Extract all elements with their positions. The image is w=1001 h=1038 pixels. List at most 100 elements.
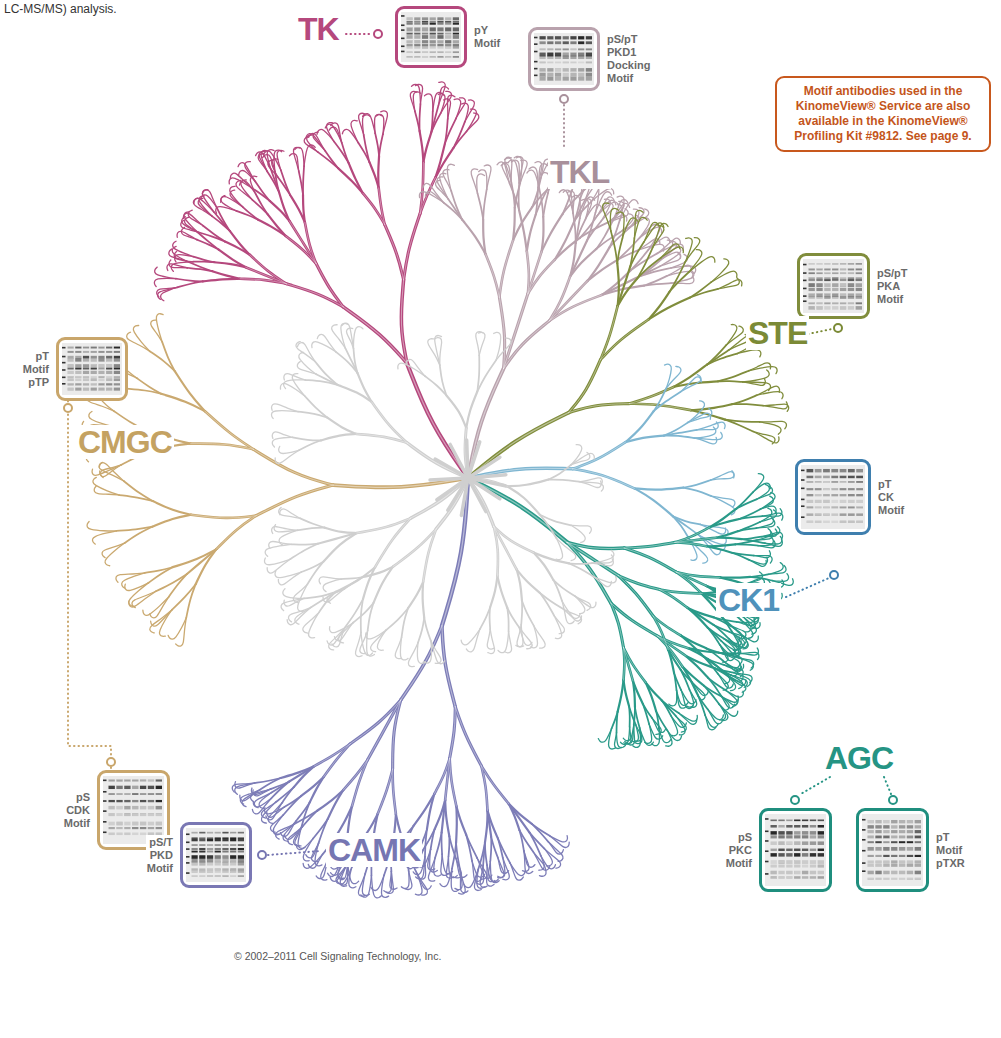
blot-band bbox=[848, 506, 855, 508]
tree-branch bbox=[299, 440, 321, 450]
blot-band bbox=[106, 356, 112, 359]
kinase-family-branches bbox=[468, 364, 735, 563]
tree-branch bbox=[435, 336, 442, 366]
tree-branch bbox=[623, 647, 633, 681]
tree-branch bbox=[617, 238, 622, 263]
tree-branch bbox=[539, 188, 543, 217]
branch-highlight bbox=[378, 769, 393, 814]
tree-branch bbox=[272, 411, 299, 419]
branch-highlight bbox=[191, 515, 256, 518]
blot-band bbox=[778, 876, 784, 879]
connector-dot bbox=[64, 404, 72, 412]
blot-band bbox=[778, 820, 784, 822]
blot-band bbox=[422, 21, 428, 23]
ladder-mark bbox=[803, 300, 807, 302]
tree-branch bbox=[465, 100, 475, 122]
tree-branch bbox=[569, 404, 630, 413]
blot-band bbox=[109, 779, 115, 781]
tree-branch bbox=[711, 259, 729, 282]
tree-branch bbox=[378, 769, 393, 814]
blot-band bbox=[802, 841, 808, 845]
tree-branch bbox=[675, 542, 707, 546]
tree-branch bbox=[708, 628, 720, 645]
blot-band bbox=[407, 21, 413, 23]
tree-branch bbox=[763, 402, 787, 409]
blot-band bbox=[810, 871, 816, 875]
tree-branch bbox=[749, 557, 767, 564]
tree-branch bbox=[446, 395, 466, 428]
blot-band bbox=[907, 825, 913, 828]
blot-band bbox=[875, 820, 881, 823]
tree-branch bbox=[318, 533, 357, 544]
tree-branch bbox=[698, 695, 705, 715]
blot-band bbox=[856, 306, 862, 310]
blot-band bbox=[823, 476, 830, 478]
blot-band bbox=[815, 469, 822, 472]
tree-branch bbox=[372, 402, 408, 443]
blot-band bbox=[818, 820, 824, 822]
blot-band bbox=[563, 77, 569, 81]
blot-band bbox=[414, 51, 420, 53]
tree-branch bbox=[100, 465, 121, 478]
blot-caption: pT Motif pTP bbox=[22, 349, 50, 390]
tree-branch bbox=[690, 282, 711, 297]
tree-branch bbox=[203, 226, 225, 242]
blot-band bbox=[407, 51, 413, 53]
tree-branch bbox=[295, 828, 301, 846]
tree-branch bbox=[376, 114, 384, 134]
tree-branch bbox=[498, 857, 509, 873]
branch-highlight bbox=[658, 636, 683, 667]
tree-branch bbox=[487, 629, 494, 649]
blot-band bbox=[840, 272, 846, 274]
blot-band bbox=[148, 822, 154, 826]
blot-band bbox=[794, 865, 800, 868]
tree-branch bbox=[714, 668, 729, 677]
blot-band bbox=[132, 800, 138, 802]
blot-band bbox=[132, 779, 138, 781]
blot-band bbox=[823, 469, 830, 472]
ladder-mark bbox=[803, 264, 807, 266]
blot-band bbox=[578, 62, 584, 64]
blot-band bbox=[831, 476, 838, 478]
tree-branch bbox=[122, 573, 145, 588]
blot-band bbox=[445, 46, 451, 49]
blot-band bbox=[422, 33, 428, 35]
blot-image bbox=[862, 814, 923, 886]
tree-branch bbox=[548, 465, 571, 480]
tree-branch bbox=[517, 569, 522, 600]
leader-line bbox=[786, 578, 829, 597]
tree-branch bbox=[281, 598, 304, 610]
tree-branch bbox=[519, 830, 523, 850]
blot-band bbox=[91, 364, 97, 367]
blot-band bbox=[824, 263, 830, 265]
blot-band bbox=[856, 481, 863, 483]
tree-branch bbox=[124, 481, 153, 501]
tree-branch bbox=[628, 706, 630, 727]
branch-highlight bbox=[549, 281, 587, 321]
branch-highlight bbox=[504, 294, 528, 369]
blot-band bbox=[407, 27, 413, 31]
leader-dot bbox=[791, 796, 799, 804]
blot-band bbox=[540, 68, 546, 72]
tree-branch bbox=[618, 576, 653, 616]
tree-branch bbox=[360, 631, 368, 654]
tree-branch bbox=[445, 119, 456, 144]
branch-highlight bbox=[404, 213, 420, 279]
tree-branch bbox=[498, 631, 509, 652]
blot-band bbox=[810, 841, 816, 845]
blot-band bbox=[856, 302, 862, 304]
tree-branch bbox=[158, 287, 178, 299]
blot-band bbox=[802, 853, 808, 856]
blot-band bbox=[114, 358, 120, 362]
blot-band bbox=[445, 23, 451, 25]
blot-band bbox=[91, 388, 97, 391]
branch-highlight bbox=[372, 402, 408, 443]
tree-branch bbox=[573, 213, 576, 243]
tree-branch bbox=[519, 210, 527, 251]
tree-branch bbox=[401, 626, 442, 700]
blot-band bbox=[832, 279, 838, 281]
blot-band bbox=[899, 830, 905, 833]
tree-branch bbox=[662, 700, 676, 716]
blot-band bbox=[156, 786, 162, 789]
tree-branch bbox=[404, 213, 420, 279]
